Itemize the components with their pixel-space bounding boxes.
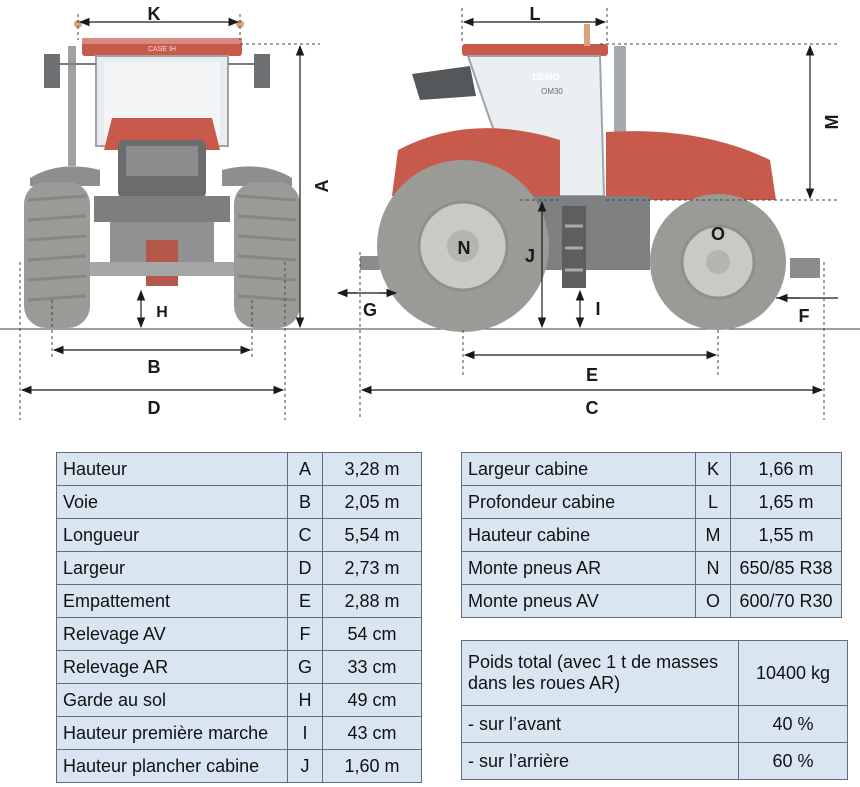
label-E: E	[586, 365, 598, 385]
row-value: 1,65 m	[730, 485, 842, 519]
row-code: O	[695, 584, 731, 618]
tractor-front-view: CASE IH	[24, 20, 300, 328]
row-label: Relevage AR	[56, 650, 288, 684]
row-code: C	[287, 518, 323, 552]
row-label: Monte pneus AR	[461, 551, 696, 585]
label-L: L	[530, 4, 541, 24]
tractor-side-view: DEMO OM30	[360, 24, 820, 332]
windshield-decal: DEMO	[533, 72, 560, 82]
row-value: 600/70 R30	[730, 584, 842, 618]
row-value: 5,54 m	[322, 518, 422, 552]
row-label: Poids total (avec 1 t de masses dans les…	[461, 640, 739, 706]
label-F: F	[799, 306, 810, 326]
row-code: B	[287, 485, 323, 519]
row-value: 2,73 m	[322, 551, 422, 585]
row-code: D	[287, 551, 323, 585]
row-value: 2,05 m	[322, 485, 422, 519]
row-code: L	[695, 485, 731, 519]
row-label: Largeur cabine	[461, 452, 696, 486]
table-row: Poids total (avec 1 t de masses dans les…	[461, 640, 848, 706]
label-G: G	[363, 300, 377, 320]
row-label: Monte pneus AV	[461, 584, 696, 618]
row-value: 43 cm	[322, 716, 422, 750]
row-code: E	[287, 584, 323, 618]
dimension-lines	[19, 8, 840, 420]
row-label: Hauteur première marche	[56, 716, 288, 750]
row-label: Hauteur	[56, 452, 288, 486]
label-N: N	[458, 238, 471, 258]
row-value: 40 %	[738, 705, 848, 743]
row-code: K	[695, 452, 731, 486]
row-code: J	[287, 749, 323, 783]
front-grille-decal: CASE IH	[148, 46, 176, 53]
row-value: 60 %	[738, 742, 848, 780]
row-code: I	[287, 716, 323, 750]
row-value: 49 cm	[322, 683, 422, 717]
row-value: 1,60 m	[322, 749, 422, 783]
row-label: Profondeur cabine	[461, 485, 696, 519]
row-code: G	[287, 650, 323, 684]
row-label: Longueur	[56, 518, 288, 552]
row-code: M	[695, 518, 731, 552]
tractor-dimension-diagram: CASE IH DEMO OM30	[0, 4, 860, 420]
row-value: 2,88 m	[322, 584, 422, 618]
row-code: A	[287, 452, 323, 486]
row-value: 54 cm	[322, 617, 422, 651]
label-M: M	[822, 115, 842, 130]
row-label: - sur l’avant	[461, 705, 739, 743]
row-code: F	[287, 617, 323, 651]
row-code: N	[695, 551, 731, 585]
row-value: 1,66 m	[730, 452, 842, 486]
label-I: I	[595, 299, 600, 319]
model-decal: OM30	[541, 87, 563, 96]
label-B: B	[148, 357, 161, 377]
row-label: - sur l’arrière	[461, 742, 739, 780]
row-label: Relevage AV	[56, 617, 288, 651]
label-C: C	[586, 398, 599, 418]
row-code: H	[287, 683, 323, 717]
label-J: J	[525, 246, 535, 266]
row-value: 3,28 m	[322, 452, 422, 486]
row-label: Hauteur cabine	[461, 518, 696, 552]
row-value: 1,55 m	[730, 518, 842, 552]
row-label: Garde au sol	[56, 683, 288, 717]
label-H: H	[156, 304, 168, 321]
weight-table: Poids total (avec 1 t de masses dans les…	[461, 640, 848, 780]
row-value: 10400 kg	[738, 640, 848, 706]
row-value: 650/85 R38	[730, 551, 842, 585]
row-label: Voie	[56, 485, 288, 519]
row-label: Empattement	[56, 584, 288, 618]
label-A: A	[312, 180, 332, 193]
row-label: Largeur	[56, 551, 288, 585]
label-O: O	[711, 224, 725, 244]
row-value: 33 cm	[322, 650, 422, 684]
row-label: Hauteur plancher cabine	[56, 749, 288, 783]
label-K: K	[148, 4, 161, 24]
label-D: D	[148, 398, 161, 418]
